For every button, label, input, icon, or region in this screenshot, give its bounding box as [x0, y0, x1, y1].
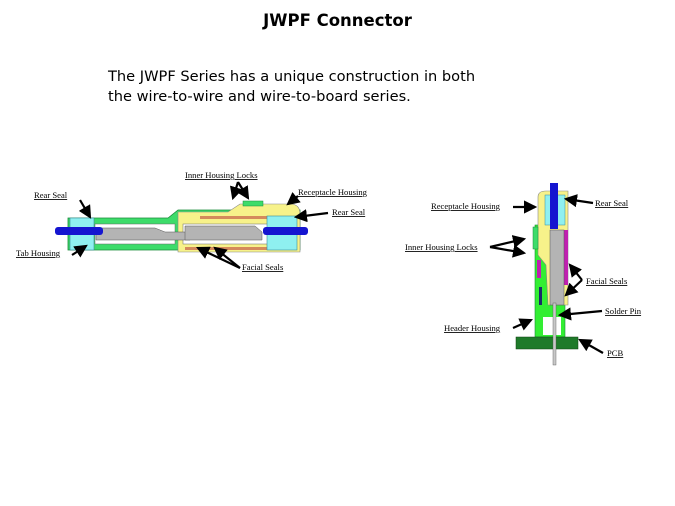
arrow-facial-seal-2	[213, 246, 241, 269]
label-rear-seal-left: Rear Seal	[34, 190, 68, 200]
right-wire	[263, 227, 308, 235]
arrow-tab-housing	[71, 244, 88, 258]
slide-title: JWPF Connector	[263, 11, 412, 30]
arrow-lock-2	[236, 181, 250, 200]
arrow-facial-seal-1	[568, 263, 583, 281]
label-solder-pin: Solder Pin	[605, 306, 642, 316]
pcb-shape	[515, 336, 579, 350]
inner-lock-shape	[532, 226, 539, 250]
arrow-rear-seal-left	[78, 199, 92, 219]
left-wire	[55, 227, 103, 235]
intro-text: The JWPF Series has a unique constructio…	[108, 67, 578, 107]
label-pcb: PCB	[607, 348, 624, 358]
facial-seal-bottom	[185, 247, 270, 250]
label-facial-seals: Facial Seals	[586, 276, 628, 286]
label-inner-housing-locks: Inner Housing Locks	[185, 170, 258, 180]
label-header-housing: Header Housing	[444, 323, 501, 333]
facial-seal-right	[564, 230, 568, 285]
arrow-lock-1	[489, 235, 527, 249]
arrow-rear-seal-right	[293, 209, 329, 223]
wire-to-board-diagram: Receptacle Housing Rear Seal Inner Housi…	[398, 175, 675, 375]
arrow-header-housing	[512, 318, 534, 331]
wire-to-wire-svg: Rear Seal Tab Housing Inner Housing Lock…	[16, 170, 368, 272]
label-rear-seal: Rear Seal	[595, 198, 629, 208]
label-receptacle-housing: Receptacle Housing	[431, 201, 501, 211]
label-rear-seal-right: Rear Seal	[332, 207, 366, 217]
receptacle-contact	[184, 225, 263, 241]
facial-seal-left	[537, 260, 541, 278]
label-receptacle-housing: Receptacle Housing	[298, 187, 368, 197]
arrow-pcb	[578, 338, 604, 354]
intro-line-1: The JWPF Series has a unique constructio…	[108, 68, 476, 85]
wire-to-board-svg: Receptacle Housing Rear Seal Inner Housi…	[405, 183, 642, 366]
leader-arrows	[489, 194, 604, 354]
label-tab-housing: Tab Housing	[16, 248, 61, 258]
facial-seal-dark-left	[539, 287, 542, 305]
wire-shape	[550, 183, 558, 229]
arrow-solder-pin	[557, 307, 603, 321]
leader-arrows	[71, 181, 329, 269]
label-inner-housing-locks: Inner Housing Locks	[405, 242, 478, 252]
arrow-facial-seal-2	[564, 279, 583, 297]
solder-pin-shape	[552, 302, 557, 366]
label-facial-seals: Facial Seals	[242, 262, 284, 272]
arrow-lock-2	[489, 244, 527, 258]
arrow-receptacle-housing	[286, 191, 301, 206]
arrow-rear-seal	[563, 194, 594, 208]
wire-to-wire-diagram: Rear Seal Tab Housing Inner Housing Lock…	[0, 160, 395, 280]
intro-line-2: the wire-to-wire and wire-to-board serie…	[108, 88, 411, 105]
inner-lock-shape	[242, 200, 264, 207]
header-housing-cavity	[543, 317, 561, 335]
facial-seal-top	[200, 216, 275, 219]
contact-shape	[549, 229, 565, 306]
arrow-lock-1	[229, 181, 243, 201]
